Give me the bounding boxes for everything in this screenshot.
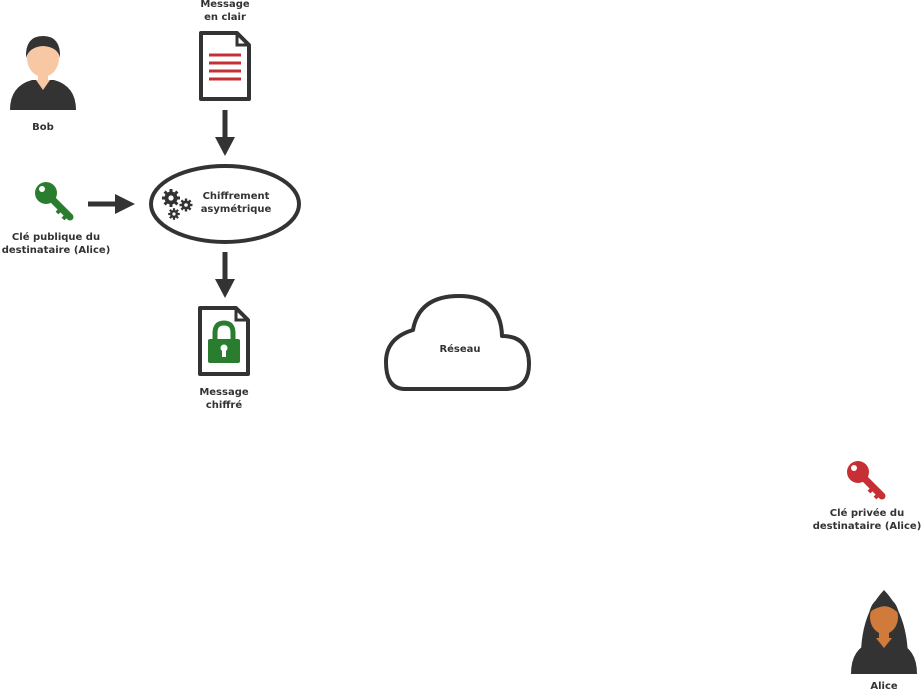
plain-message-label: Message en clair xyxy=(200,0,250,23)
alice-label: Alice xyxy=(870,681,898,692)
arrow-key-to-cipher xyxy=(88,194,135,214)
plain-message-document-icon xyxy=(199,31,251,101)
private-key-icon xyxy=(847,461,886,500)
encrypted-message-label: Message chiffré xyxy=(199,387,249,411)
network-cloud-icon xyxy=(384,294,531,391)
bob-label: Bob xyxy=(32,122,54,133)
arrow-cipher-to-encrypted xyxy=(215,252,235,298)
gears-icon xyxy=(162,189,193,220)
public-key-icon xyxy=(35,182,74,221)
public-key-label: Clé publique du destinataire (Alice) xyxy=(1,232,111,256)
cipher-process-label: Chiffrement asymétrique xyxy=(200,191,272,215)
alice-user-icon xyxy=(851,590,917,674)
network-label: Réseau xyxy=(439,344,481,355)
cipher-process-node xyxy=(149,164,301,244)
arrow-plain-to-cipher xyxy=(215,110,235,156)
bob-user-icon xyxy=(10,36,76,110)
padlock-icon xyxy=(208,320,240,363)
private-key-label: Clé privée du destinataire (Alice) xyxy=(812,508,922,532)
